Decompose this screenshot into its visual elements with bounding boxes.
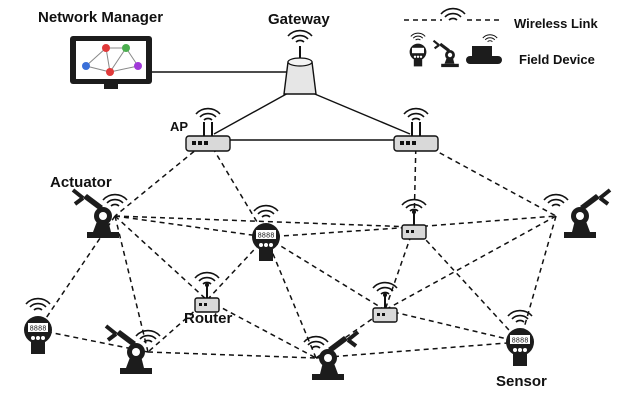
actuator-2-icon-waves — [543, 193, 569, 207]
wireless-link-ap1-a1 — [114, 139, 209, 217]
wireless-link-r1-r3 — [384, 226, 415, 311]
actuator-2-icon-shape — [562, 188, 612, 240]
wireless-link-ap2-a2 — [415, 139, 557, 217]
network-manager-label: Network Manager — [38, 9, 164, 26]
legend-actuator-icon — [432, 39, 460, 69]
screen-graph-edge — [109, 47, 127, 73]
screen-graph-node — [122, 44, 130, 52]
wireless-link-a2-s3 — [519, 215, 557, 343]
wireless-link-a2-r3 — [384, 215, 557, 311]
screen-graph-node — [102, 44, 110, 52]
sensor-label: Sensor — [496, 373, 547, 390]
wireless-link-s1-a4 — [265, 236, 317, 359]
sensor-2-display: 8888 — [30, 326, 47, 334]
actuator-3-icon-waves — [135, 329, 161, 343]
actuator-4-icon-waves — [303, 335, 329, 349]
wireless-link-r1-a2 — [413, 215, 557, 228]
wired-link-gateway-ap1 — [213, 91, 291, 135]
actuator-3-icon — [104, 324, 161, 376]
screen-graph-edge — [105, 47, 111, 73]
wireless-link-a1-r2 — [114, 215, 208, 301]
legend-vehicle-track — [466, 56, 502, 64]
ap-1-icon — [186, 109, 230, 151]
legend-wireless-link-label: Wireless Link — [514, 16, 598, 31]
gateway-body — [283, 61, 317, 95]
wireless-link-a4-s3 — [315, 341, 521, 359]
gateway-top — [287, 57, 313, 67]
wireless-link-a1-r1 — [114, 215, 415, 228]
screen-graph-node — [82, 62, 90, 70]
legend-field-devices — [410, 33, 502, 69]
wireless-link-a3-a4 — [147, 351, 317, 359]
network-manager-monitor-icon — [70, 36, 152, 89]
wireless-link-r2-a4 — [206, 299, 317, 359]
screen-graph-edge — [85, 65, 111, 73]
actuator-1-icon-waves — [102, 193, 128, 207]
screen-graph-node — [106, 68, 114, 76]
sensor-1-display: 8888 — [258, 233, 275, 241]
monitor-stand — [104, 84, 118, 89]
wireless-link-ap1-s1 — [207, 139, 267, 238]
gateway-label: Gateway — [268, 11, 330, 28]
wireless-link-s1-r1 — [265, 226, 415, 238]
wireless-link-a1-s1 — [114, 215, 267, 238]
screen-graph-edge — [109, 65, 139, 73]
legend-sensor-icon — [410, 33, 427, 66]
legend-vehicle-body — [472, 46, 492, 56]
router-2-icon — [195, 273, 219, 312]
sensor-3-display: 8888 — [512, 338, 529, 346]
legend-field-device-label: Field Device — [519, 52, 595, 67]
gateway-icon — [283, 29, 317, 95]
wireless-link-r3-s3 — [384, 309, 521, 343]
actuator-label: Actuator — [50, 174, 112, 191]
actuator-3-icon-shape — [104, 324, 154, 376]
wireless-link-r1-s3 — [413, 226, 521, 343]
legend-waves-backdrop — [442, 6, 464, 28]
router-3-icon — [373, 283, 397, 322]
wired-link-gateway-ap2 — [309, 91, 411, 135]
links-layer — [37, 139, 557, 359]
ap-label: AP — [170, 119, 189, 134]
backbone-layer — [152, 71, 411, 141]
actuator-2-icon — [543, 188, 612, 240]
gateway-waves-icon — [287, 29, 313, 43]
screen-graph-node — [134, 62, 142, 70]
legend-vehicle-waves — [482, 34, 498, 43]
screen-graph-edge — [85, 47, 107, 67]
icons-layer: 8888 8888 8888 — [24, 6, 612, 382]
wireless-link-s1-r3 — [265, 236, 386, 311]
actuator-1-icon-shape — [71, 188, 121, 240]
router-label: Router — [184, 310, 233, 327]
actuator-1-icon — [71, 188, 128, 240]
